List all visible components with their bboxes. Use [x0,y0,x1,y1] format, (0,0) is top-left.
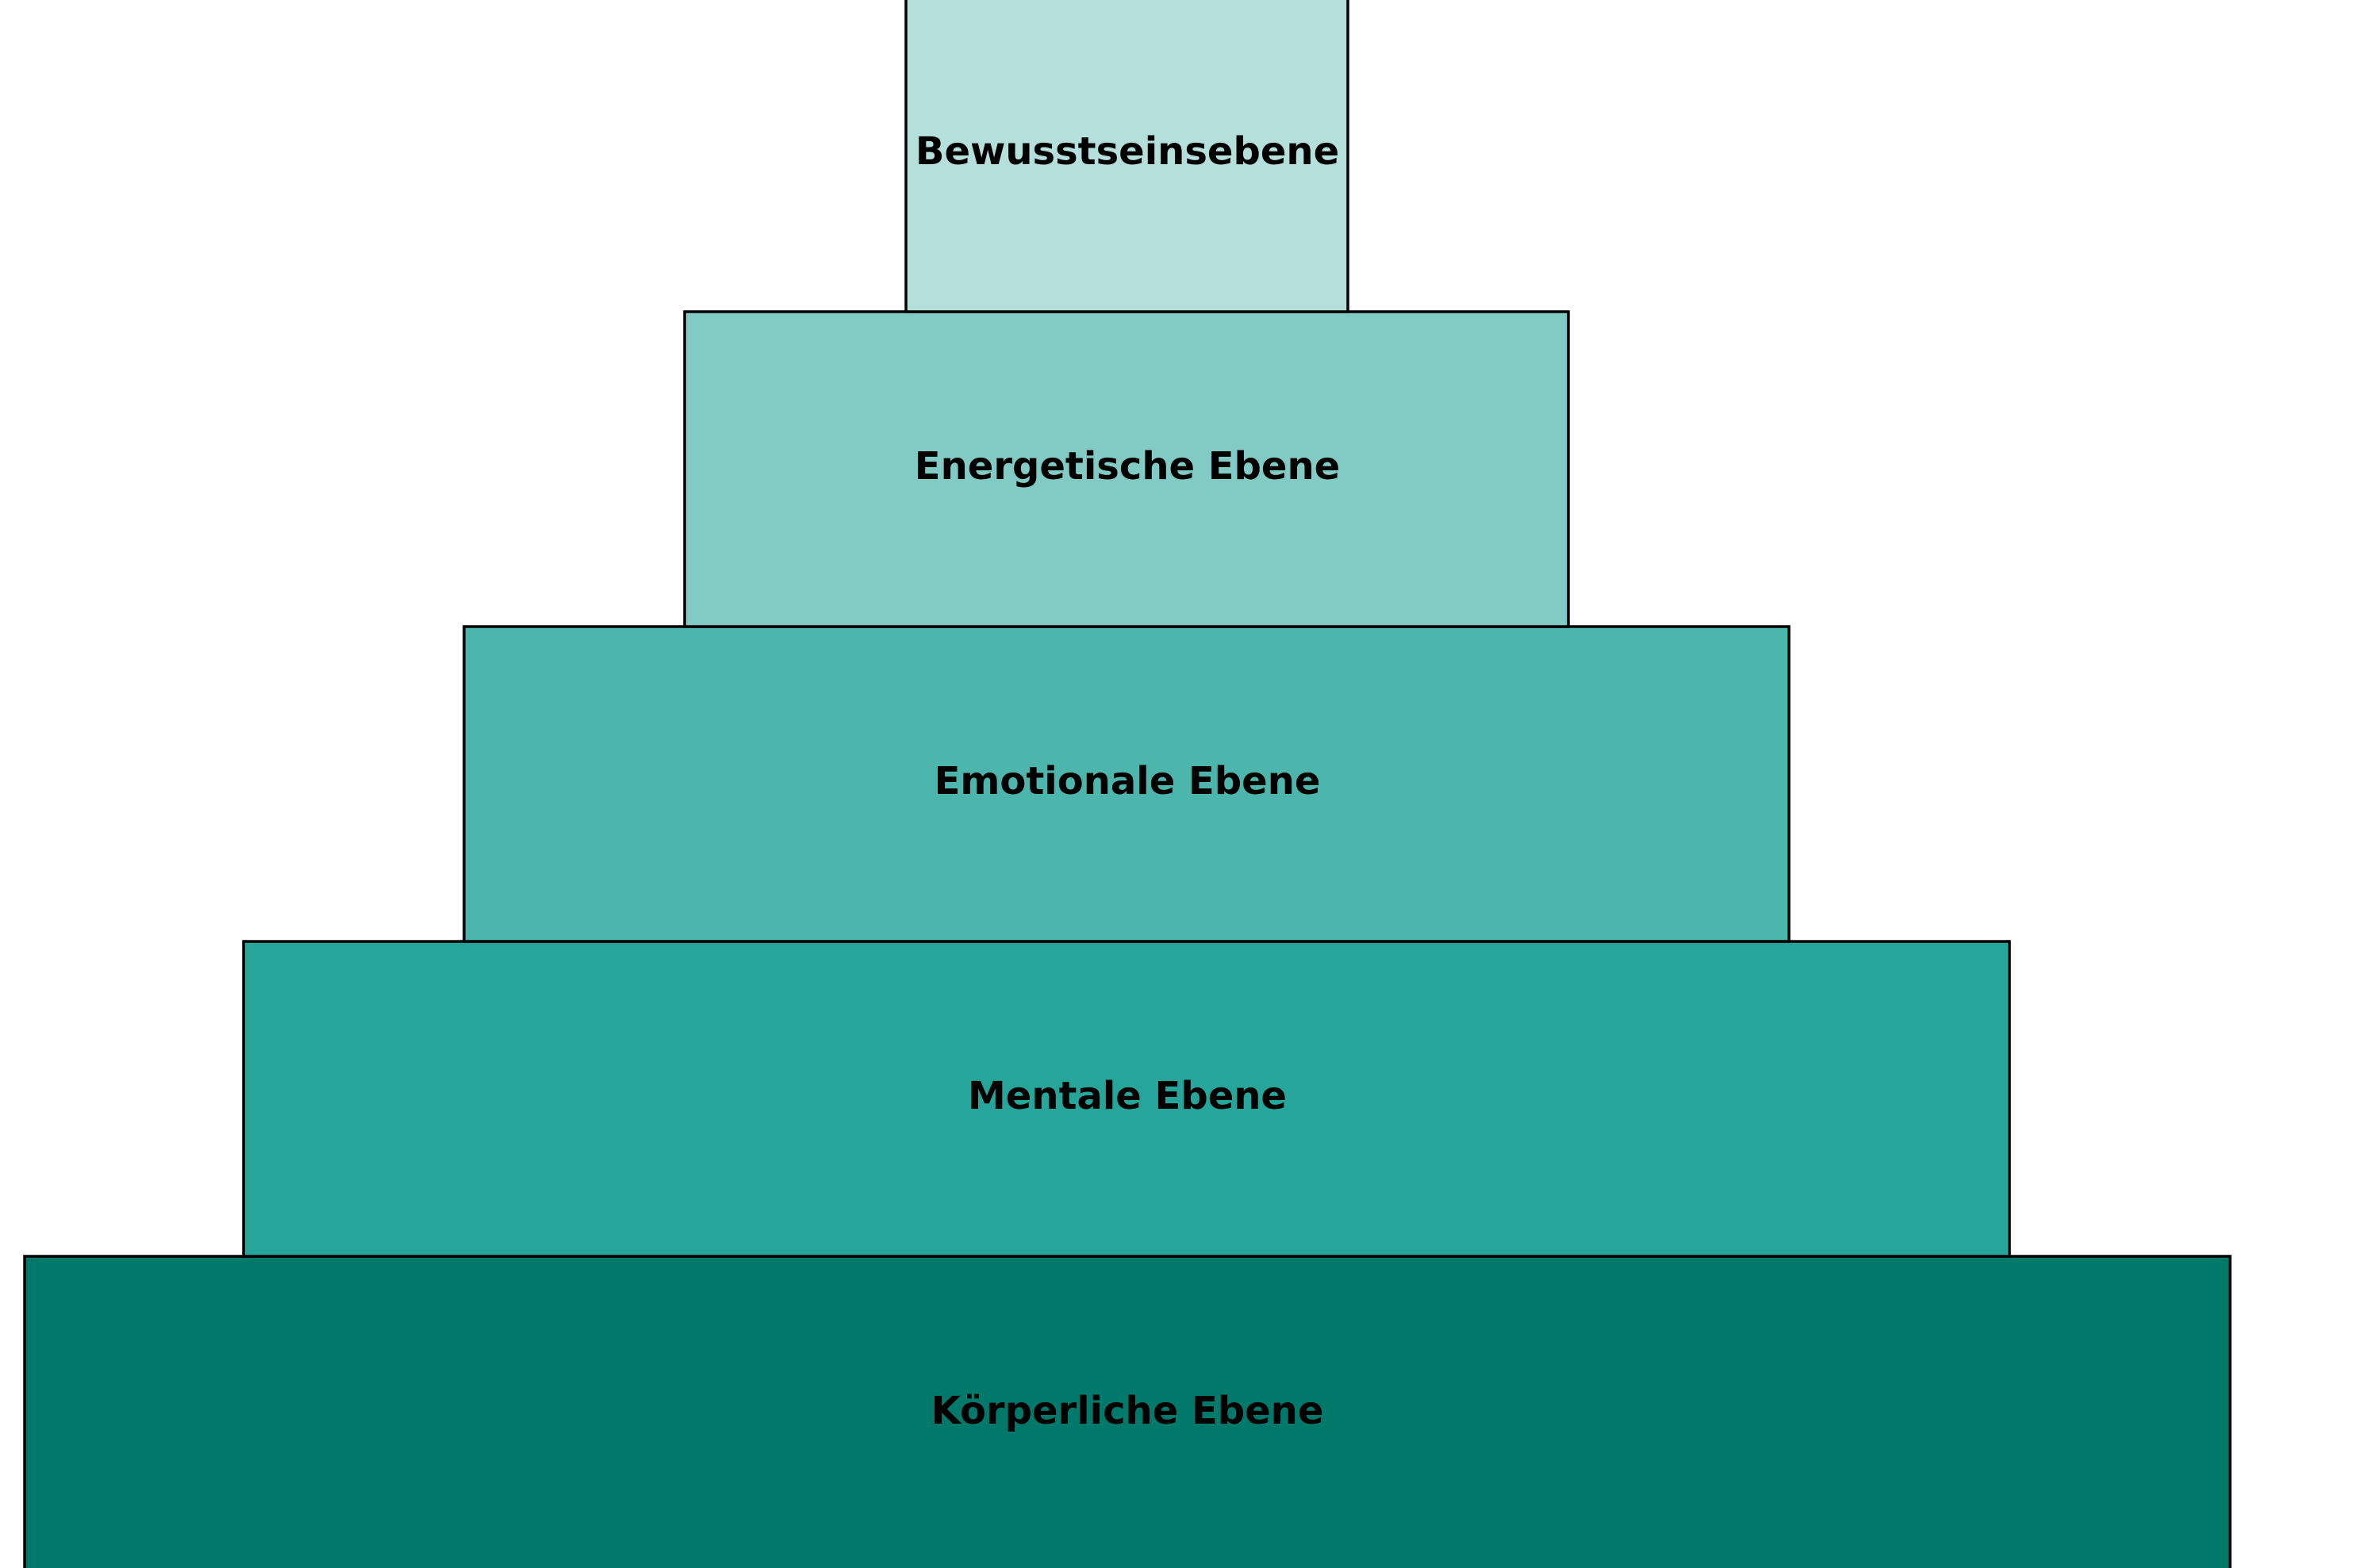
tier-mentale-box [242,940,2011,1258]
tier-bewusstsein-label: Bewusstseinsebene [915,129,1339,174]
tier-mentale-label: Mentale Ebene [968,1074,1287,1118]
tier-koerperliche-box [23,1255,2232,1568]
tier-emotionale-label: Emotionale Ebene [935,759,1321,803]
tier-bewusstsein: Bewusstseinsebene [904,0,1349,313]
tier-koerperliche: Körperliche Ebene [23,1255,2232,1568]
tier-emotionale: Emotionale Ebene [463,625,1791,943]
tier-emotionale-box [463,625,1791,943]
tier-mentale: Mentale Ebene [242,940,2011,1258]
tier-bewusstsein-box [904,0,1349,313]
tier-energetische-label: Energetische Ebene [915,444,1340,489]
tier-energetische: Energetische Ebene [683,310,1570,628]
tier-energetische-box [683,310,1570,628]
tier-koerperliche-label: Körperliche Ebene [931,1389,1324,1433]
